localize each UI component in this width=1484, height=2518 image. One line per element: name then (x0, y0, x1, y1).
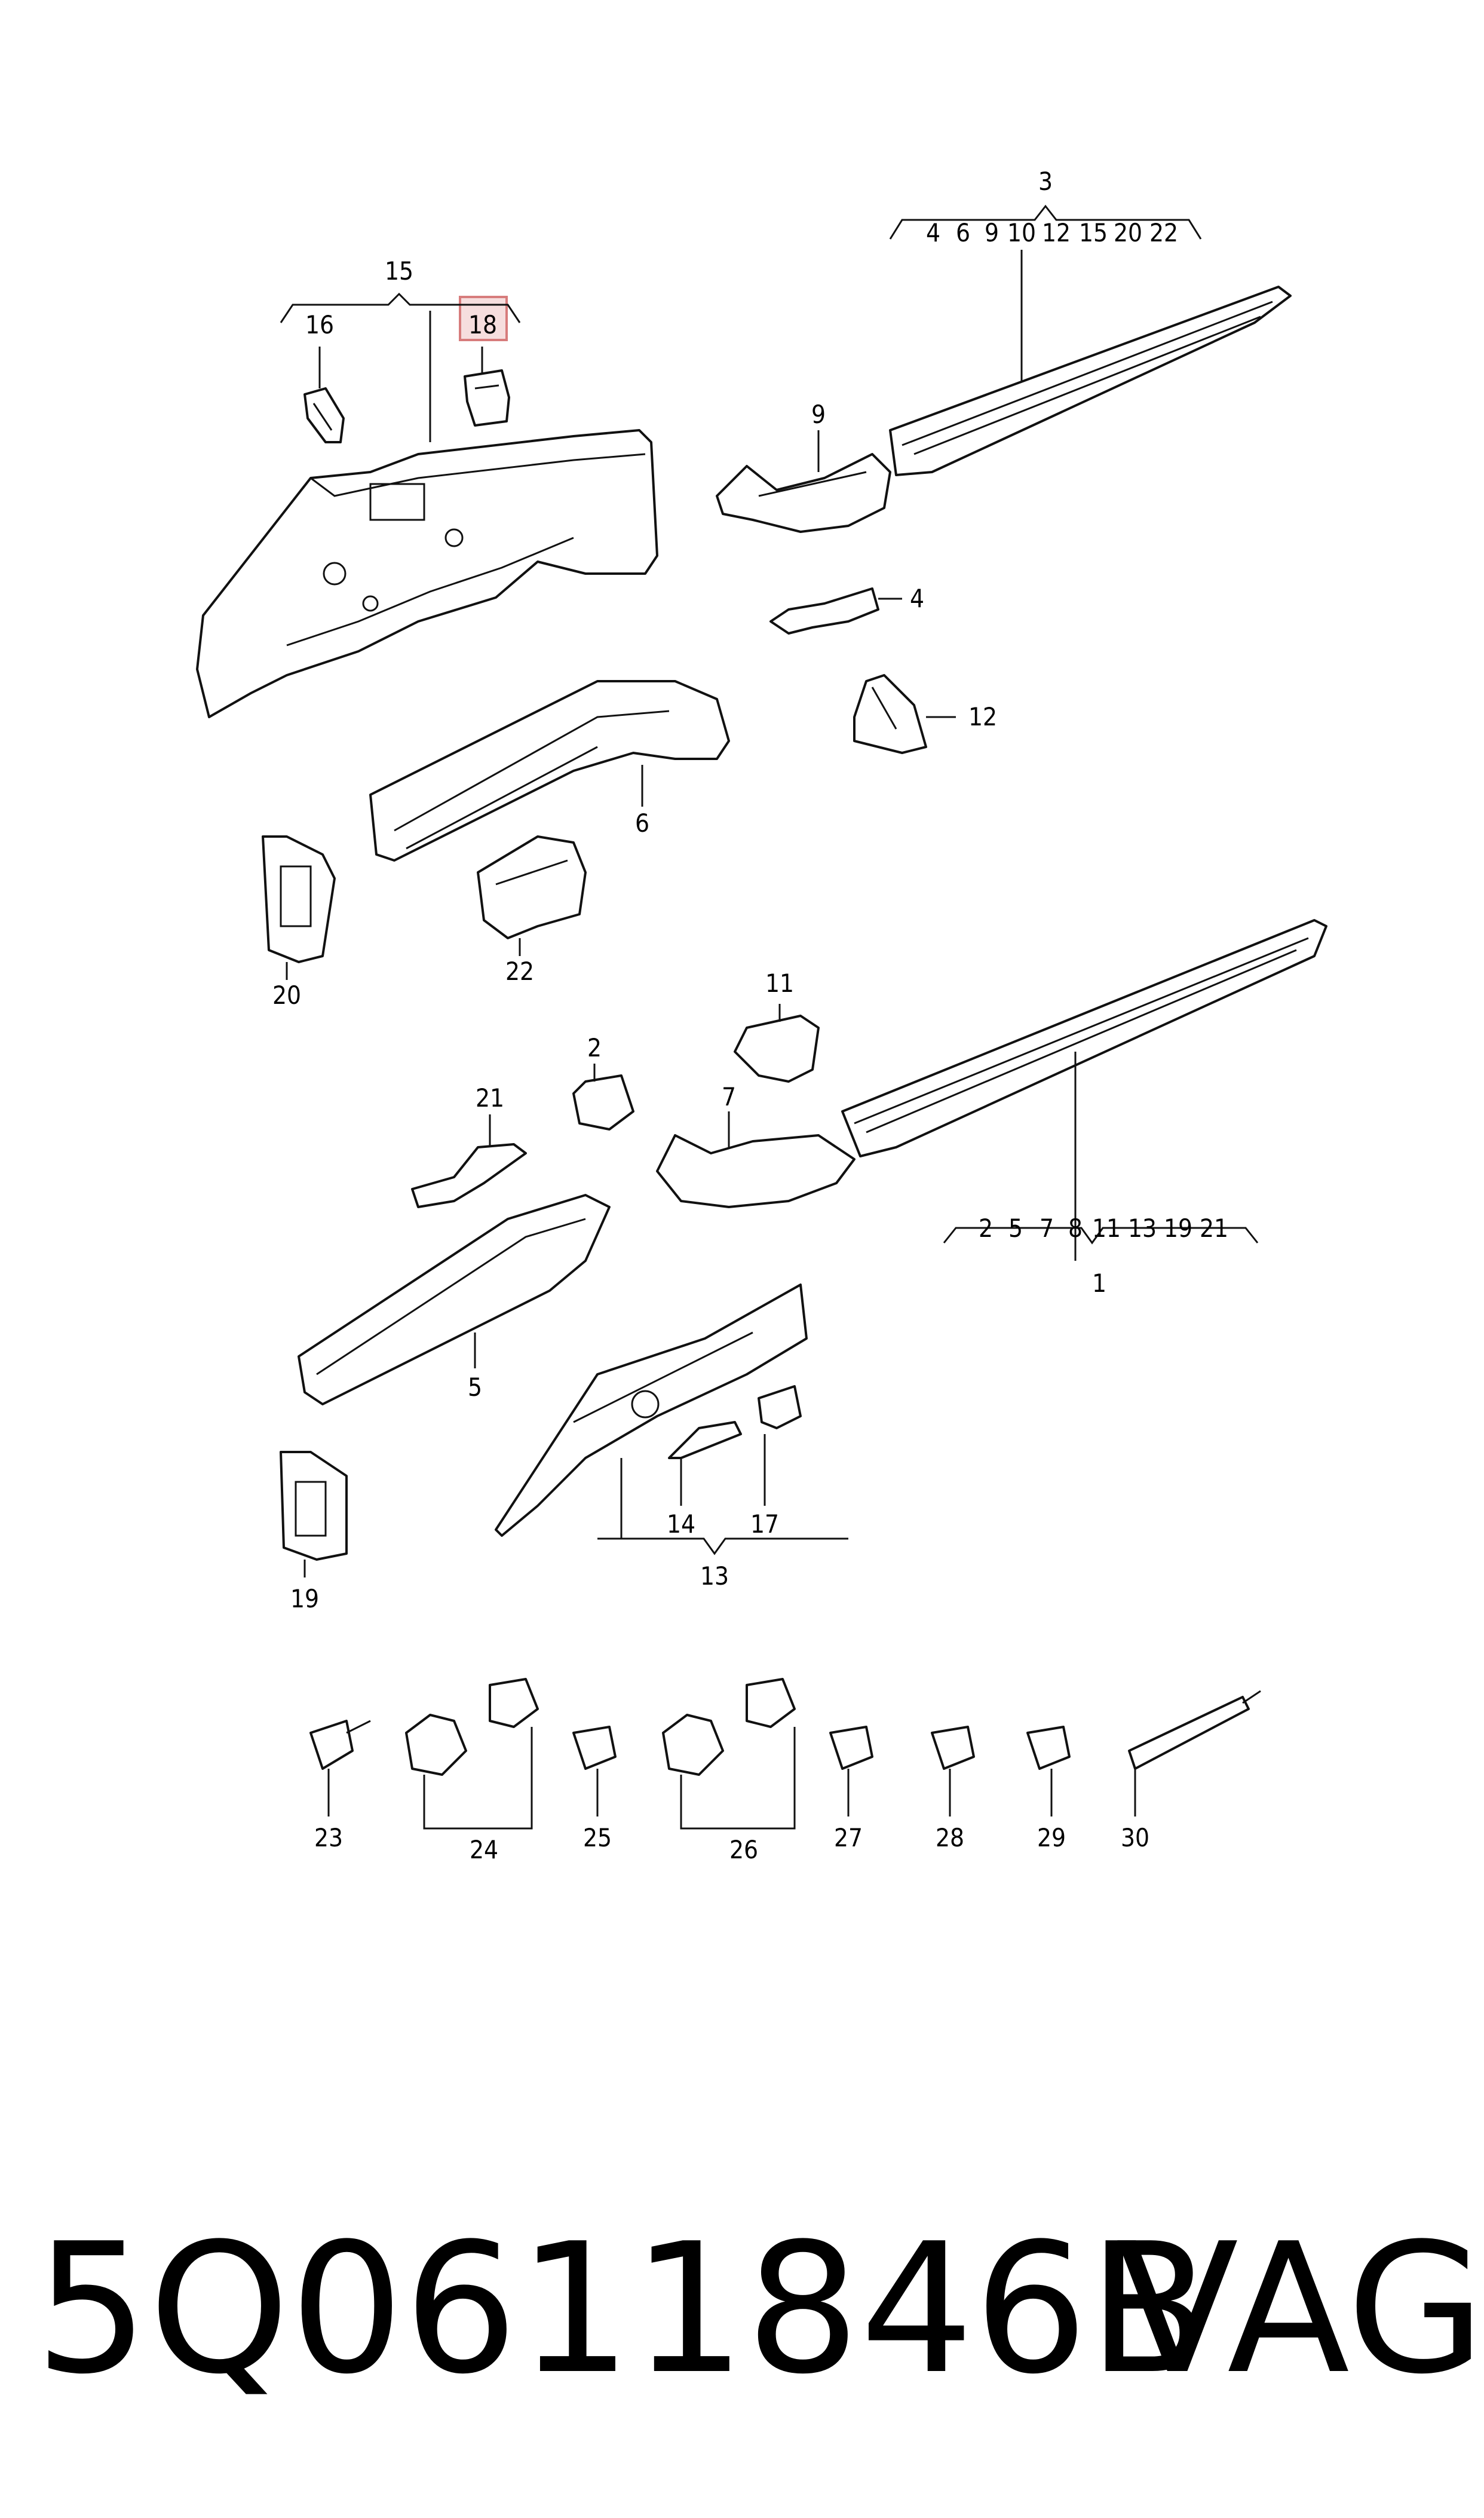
part-4-panel (769, 587, 879, 635)
part-3-sill-member (889, 286, 1292, 476)
callout-22: 22 (505, 957, 534, 986)
part-6-front-member (369, 680, 730, 862)
callout-14: 14 (667, 1509, 695, 1539)
group-3-item-3: 9 (985, 218, 999, 247)
fasteners-row (309, 1678, 1261, 1776)
part-20-plate (262, 835, 336, 963)
part-18-bracket (464, 369, 510, 427)
part-7-member (656, 1134, 856, 1208)
callout-27: 27 (834, 1823, 863, 1852)
callout-labels: 3 4 6 9 10 12 15 20 22 15 16 18 9 4 12 6… (272, 167, 1228, 1864)
group-1-item-5: 11 (1092, 1214, 1121, 1243)
callout-20: 20 (272, 981, 301, 1010)
callout-23: 23 (314, 1823, 343, 1852)
part-21-bracket (411, 1143, 527, 1208)
group-1-item-4: 8 (1068, 1214, 1083, 1243)
group-3-item-7: 20 (1114, 218, 1142, 247)
callout-1: 1 (1092, 1269, 1106, 1298)
part-26-nut-bolt (662, 1678, 796, 1776)
callout-30: 30 (1121, 1823, 1149, 1852)
group-3-item-8: 22 (1149, 218, 1178, 247)
callout-13: 13 (700, 1561, 729, 1591)
part-30-pin (1128, 1690, 1261, 1770)
part-2-bracket (572, 1074, 634, 1131)
callout-16: 16 (305, 310, 334, 339)
callout-5: 5 (468, 1373, 482, 1402)
group-3-item-4: 10 (1007, 218, 1036, 247)
group-1-item-7: 19 (1164, 1214, 1192, 1243)
callout-21: 21 (476, 1083, 504, 1113)
callout-18: 18 (468, 310, 497, 339)
part-15-longitudinal-member (196, 429, 658, 718)
group-1-item-6: 13 (1128, 1214, 1157, 1243)
part-11-bracket (734, 1015, 820, 1083)
part-14-bracket (668, 1421, 742, 1459)
part-25-bolt (572, 1726, 617, 1770)
leader-lines (280, 204, 1259, 1830)
part-28-bolt (931, 1726, 975, 1770)
group-3-item-1: 4 (926, 218, 940, 247)
callout-11: 11 (765, 969, 794, 998)
callout-28: 28 (936, 1823, 964, 1852)
group-3-item-5: 12 (1042, 218, 1071, 247)
callout-12: 12 (968, 702, 997, 731)
callout-7: 7 (722, 1082, 736, 1111)
callout-4: 4 (910, 584, 924, 613)
part-24-nut-bolt (405, 1678, 539, 1776)
callout-15: 15 (385, 256, 413, 286)
group-1-item-3: 7 (1040, 1214, 1054, 1243)
callout-24: 24 (470, 1835, 498, 1864)
callout-29: 29 (1037, 1823, 1066, 1852)
part-13-member (495, 1283, 808, 1537)
part-1-sill-member (841, 919, 1327, 1157)
part-27-bolt (829, 1726, 873, 1770)
part-16-bracket (303, 387, 345, 443)
part-17-bracket (758, 1385, 802, 1429)
part-5-front-member (298, 1194, 611, 1405)
callout-2: 2 (587, 1033, 602, 1062)
callout-26: 26 (729, 1835, 758, 1864)
callout-6: 6 (635, 808, 649, 838)
group-3-item-6: 15 (1079, 218, 1108, 247)
part-22-mount (477, 835, 587, 939)
callout-3: 3 (1038, 167, 1053, 196)
callout-17: 17 (750, 1509, 779, 1539)
part-9-bracket (716, 453, 891, 533)
group-1-item-8: 21 (1200, 1214, 1228, 1243)
group-3-item-2: 6 (956, 218, 970, 247)
part-23-bolt (309, 1720, 371, 1770)
group-1-item-2: 5 (1008, 1214, 1023, 1243)
callout-9: 9 (811, 400, 826, 429)
part-number-caption: 5Q0611846B (35, 2205, 1211, 2413)
brand-caption: VAG (1116, 2205, 1484, 2413)
part-29-bolt (1026, 1726, 1071, 1770)
part-12-bracket (853, 674, 927, 754)
group-1-item-1: 2 (979, 1214, 993, 1243)
callout-25: 25 (583, 1823, 612, 1852)
part-19-plate (280, 1451, 348, 1561)
callout-19: 19 (290, 1584, 319, 1613)
